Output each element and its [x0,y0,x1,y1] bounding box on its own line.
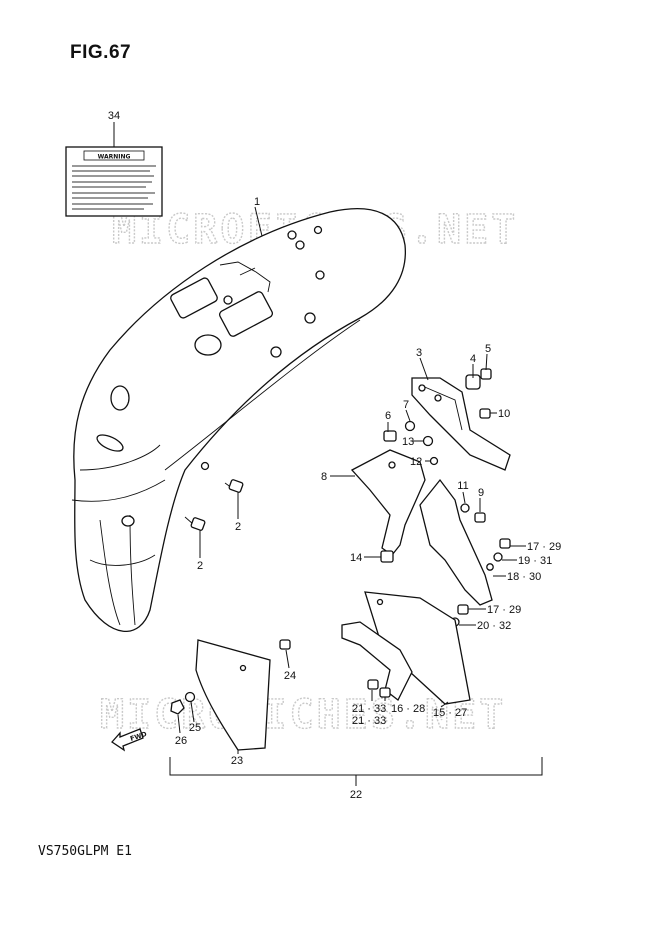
warning-label-part: WARNING [65,146,163,217]
mud-flap-part [170,639,291,751]
callout-2-upper: 2 [235,521,241,533]
callout-23: 23 [231,755,243,767]
callout-17-29-upper: 17 · 29 [527,541,561,553]
callout-8: 8 [321,471,327,483]
callout-18-30: 18 · 30 [507,571,541,583]
callout-16-28: 16 · 28 [391,703,425,715]
watermark-bottom: MICROFICHES.NET [100,692,506,738]
callout-21-33-lower: 21 · 33 [352,715,386,727]
assembly-bracket-22 [169,757,543,776]
leader-lines [113,122,526,754]
left-stay-part [350,449,426,563]
figure-title: FIG.67 [70,42,132,63]
callout-12: 12 [410,456,422,468]
callout-19-31: 19 · 31 [518,555,552,567]
bolt-part-2-lower [184,516,206,531]
callout-15-27: 15 · 27 [433,707,467,719]
callout-7: 7 [403,399,409,411]
warning-label-heading: WARNING [98,154,131,161]
callout-2-lower: 2 [197,560,203,572]
callout-5: 5 [485,343,491,355]
callout-4: 4 [470,353,476,365]
callout-10: 10 [498,408,510,420]
callout-25: 25 [189,722,201,734]
callout-13: 13 [402,436,414,448]
callout-11: 11 [457,480,468,492]
model-code: VS750GLPM E1 [38,844,132,859]
license-bracket-assembly [383,368,511,471]
callout-9: 9 [478,487,484,499]
callout-14: 14 [350,552,362,564]
callout-labels: 34 1 3 4 5 6 7 10 13 12 8 11 9 2 2 14 17… [108,110,561,801]
callout-6: 6 [385,410,391,422]
callout-24: 24 [284,670,296,682]
callout-21-33-upper: 21 · 33 [352,703,386,715]
callout-3: 3 [416,347,422,359]
callout-26: 26 [175,735,187,747]
callout-22: 22 [350,789,362,801]
callout-34: 34 [108,110,120,122]
rear-fender-part [71,208,406,633]
license-plate-bracket-part [341,591,471,705]
callout-17-29-lower: 17 · 29 [487,604,521,616]
callout-20-32: 20 · 32 [477,620,511,632]
right-stay-part [419,478,493,606]
callout-1: 1 [254,196,260,208]
bolt-part-2-upper [224,479,244,493]
